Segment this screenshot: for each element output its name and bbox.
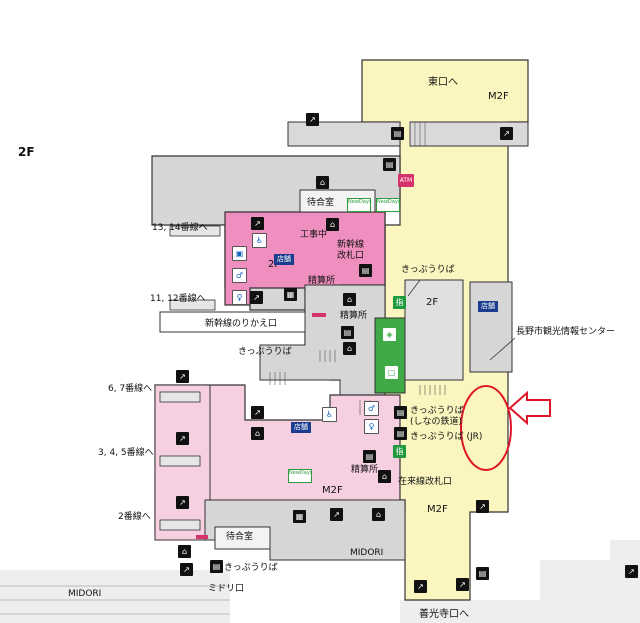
ticket-machine-icon: ▤ (210, 560, 223, 573)
tickets-left-label: きっぷうりば (238, 347, 292, 357)
highlight-arrow (508, 390, 551, 426)
toilet-icon: ♀ (364, 419, 379, 434)
mezzanine-top-label: M2F (488, 91, 509, 102)
ticket-machine-icon: ▤ (394, 427, 407, 440)
waiting-room-upper: 待合室 (307, 198, 335, 208)
toilet-icon: ♂ (232, 268, 247, 283)
stairs-icon: ⌂ (378, 470, 391, 483)
ticket-machine-icon: ▤ (359, 264, 372, 277)
fare-adjust-1: 精算所 (308, 276, 336, 286)
platform-6-7-label: 6, 7番線へ (108, 384, 153, 394)
ticket-machine-icon: ▤ (363, 450, 376, 463)
shop-icon-2: 店舗 (478, 301, 498, 312)
mezzanine-south-label: M2F (427, 504, 448, 515)
midori-label-1: MIDORI (350, 548, 384, 558)
shop-icon-3: 店舗 (291, 422, 311, 433)
shinkansen-transfer-label: 新幹線のりかえ口 (205, 319, 278, 329)
escalator-icon: ↗ (456, 578, 469, 591)
escalator-icon: ↗ (306, 113, 319, 126)
newdays-icon-2: NewDays (376, 198, 400, 212)
construction-label: 工事中 (300, 230, 328, 240)
escalator-icon: ↗ (250, 291, 263, 304)
zenkoji-exit-label: 善光寺口へ (419, 609, 469, 620)
platform-13-14-label: 13, 14番線へ (152, 223, 208, 233)
escalator-icon: ↗ (176, 496, 189, 509)
ticket-machine-icon: ▤ (394, 406, 407, 419)
ticket-machine-icon: ▤ (383, 158, 396, 171)
stairs-icon: ⌂ (326, 218, 339, 231)
fare-adjust-3: 精算所 (351, 465, 379, 475)
toilet-icon: ♂ (364, 401, 379, 416)
coin-locker-icon: ▦ (293, 510, 306, 523)
stairs-icon: ⌂ (343, 342, 356, 355)
tourist-center-label: 長野市観光情報センター (516, 327, 616, 337)
ticket-machine-icon: ▤ (341, 326, 354, 339)
tickets-shinano-label: きっぷうりば (しなの鉄道) (410, 406, 464, 427)
tickets-upper-label: きっぷうりば (401, 265, 455, 275)
coin-locker-icon: ▦ (284, 288, 297, 301)
platform-3-4-5-label: 3, 4, 5番線へ (98, 448, 154, 458)
escalator-icon: ↗ (176, 432, 189, 445)
ticket-machine-icon: ▤ (391, 127, 404, 140)
stairs-icon: ⌂ (251, 427, 264, 440)
platform-11-12-label: 11, 12番線へ (150, 294, 206, 304)
escalator-icon: ↗ (476, 500, 489, 513)
escalator-icon: ↗ (251, 217, 264, 230)
midori-label-2: MIDORI (68, 589, 102, 599)
atm-icon: ATM (398, 174, 414, 187)
waiting-room-lower: 待合室 (226, 532, 254, 542)
floor-label: 2F (18, 145, 35, 159)
escalator-icon: ↗ (180, 563, 193, 576)
ticket-machine-icon: ▤ (476, 567, 489, 580)
shop-icon-1: 店舗 (274, 254, 294, 265)
stairs-icon: ⌂ (178, 545, 191, 558)
escalator-icon: ↗ (251, 406, 264, 419)
track-area (0, 540, 640, 623)
escalator-icon: ↗ (500, 127, 513, 140)
shinkansen-gate-label: 新幹線 改札口 (337, 240, 365, 261)
concourse-2f-label: 2F (426, 297, 439, 308)
highlight-oval (460, 385, 512, 471)
fare-adjust-2: 精算所 (340, 311, 368, 321)
stairs-icon: ⌂ (316, 176, 329, 189)
midori-entrance-label: ミドリ口 (208, 584, 245, 594)
wheelchair-icon: ♿ (252, 233, 267, 248)
mezzanine-pink-label: M2F (322, 485, 343, 496)
designated-seat-icon-1: 指 (393, 296, 406, 309)
escalator-icon: ↗ (176, 370, 189, 383)
newdays-icon-3: NewDays (288, 469, 312, 483)
east-exit-label: 東口へ (428, 77, 458, 88)
gate-icon: ▢ (385, 366, 398, 379)
toilet-icon: ♀ (232, 290, 247, 305)
tickets-jr-label: きっぷうりば (JR) (410, 432, 483, 442)
tickets-lower-label: きっぷうりば (224, 563, 278, 573)
elevator-icon: ▣ (232, 246, 247, 261)
designated-seat-icon-2: 指 (393, 445, 406, 458)
platform-2-label: 2番線へ (118, 512, 151, 522)
escalator-icon: ↗ (625, 565, 638, 578)
local-gate-label: 在来線改札口 (398, 477, 453, 487)
wheelchair-icon: ♿ (322, 407, 337, 422)
stairs-icon: ⌂ (343, 293, 356, 306)
newdays-icon-1: NewDays (347, 198, 371, 212)
gate-icon: ◈ (383, 328, 396, 341)
escalator-icon: ↗ (414, 580, 427, 593)
escalator-icon: ↗ (330, 508, 343, 521)
stairs-icon: ⌂ (372, 508, 385, 521)
